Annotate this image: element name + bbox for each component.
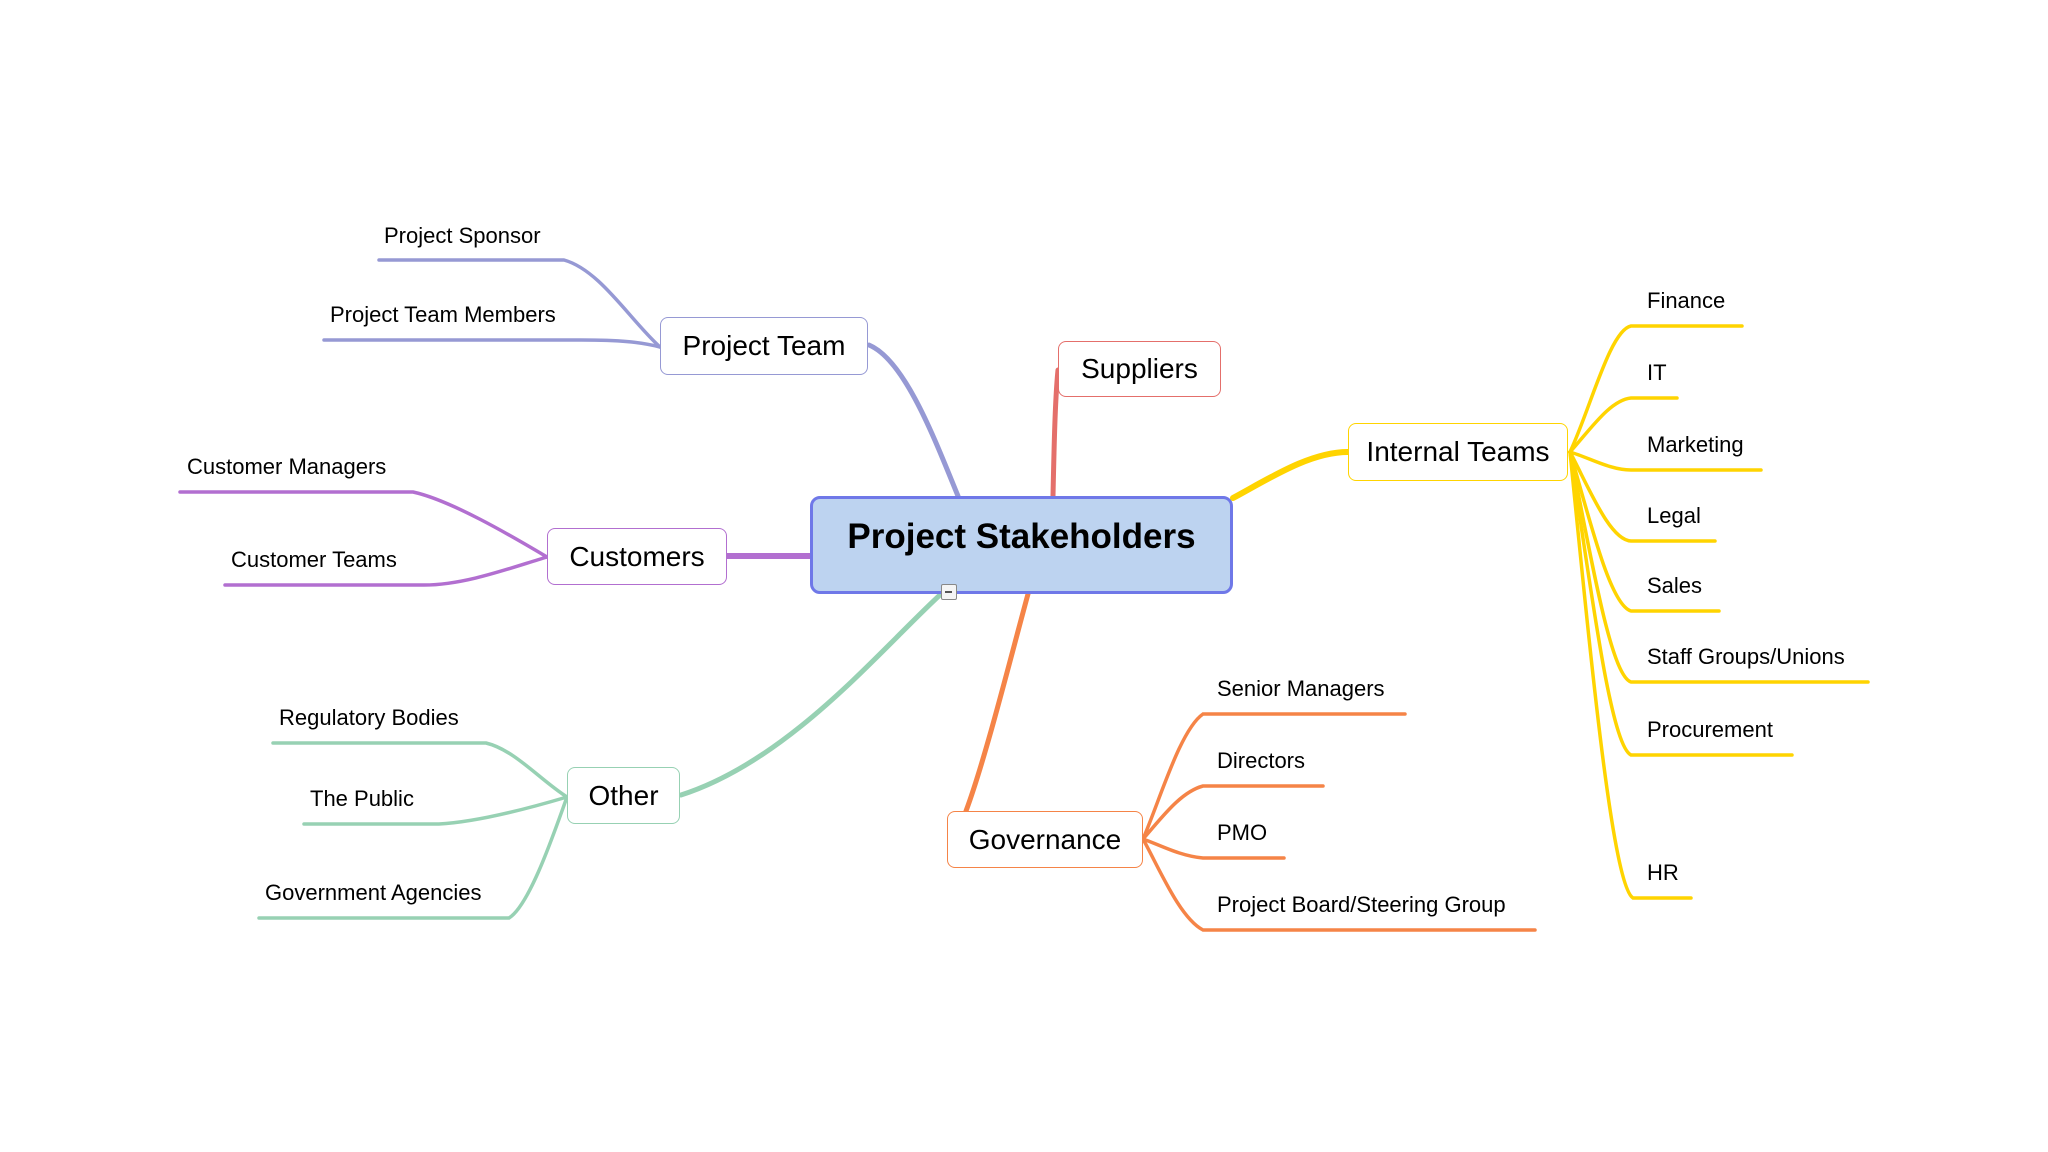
subtopic-sales[interactable]: Sales — [1647, 573, 1703, 598]
subtopic-procurement[interactable]: Procurement — [1647, 717, 1773, 742]
subtopic-government-agencies[interactable]: Government Agencies — [265, 880, 482, 905]
subtopic-it[interactable]: IT — [1647, 360, 1667, 385]
topic-suppliers[interactable]: Suppliers — [1058, 341, 1221, 397]
subtopic-customer-managers[interactable]: Customer Managers — [187, 454, 387, 479]
subtopic-project-board-steering-group[interactable]: Project Board/Steering Group — [1217, 892, 1506, 917]
subtopic-legal[interactable]: Legal — [1647, 503, 1701, 528]
topic-label: Other — [588, 779, 659, 811]
subtopic-project-team-members[interactable]: Project Team Members — [330, 302, 556, 327]
subtopic-customer-teams[interactable]: Customer Teams — [231, 547, 397, 572]
central-topic-label: Project Stakeholders — [847, 517, 1196, 556]
central-topic-node[interactable]: Project Stakeholders — [810, 496, 1233, 594]
subtopic-pmo[interactable]: PMO — [1217, 820, 1268, 845]
topic-other[interactable]: Other — [567, 767, 680, 824]
subtopic-project-sponsor[interactable]: Project Sponsor — [384, 223, 541, 248]
topic-label: Customers — [569, 540, 705, 572]
collapse-toggle-minus-icon[interactable] — [941, 584, 957, 600]
subtopic-senior-managers[interactable]: Senior Managers — [1217, 676, 1385, 701]
topic-label: Suppliers — [1081, 353, 1198, 384]
topic-customers[interactable]: Customers — [547, 528, 727, 585]
subtopic-hr[interactable]: HR — [1647, 860, 1679, 885]
topic-label: Internal Teams — [1366, 436, 1550, 467]
subtopic-marketing[interactable]: Marketing — [1647, 432, 1744, 457]
subtopic-staff-groups-unions[interactable]: Staff Groups/Unions — [1647, 644, 1845, 669]
subtopic-directors[interactable]: Directors — [1217, 748, 1306, 773]
subtopic-the-public[interactable]: The Public — [310, 786, 414, 811]
topic-internal-teams[interactable]: Internal Teams — [1348, 423, 1568, 481]
topic-label: Project Team — [682, 330, 846, 361]
topic-project-team[interactable]: Project Team — [660, 317, 868, 375]
subtopic-finance[interactable]: Finance — [1647, 288, 1726, 313]
topic-label: Governance — [968, 823, 1122, 855]
topic-governance[interactable]: Governance — [947, 811, 1143, 868]
subtopic-regulatory-bodies[interactable]: Regulatory Bodies — [279, 705, 459, 730]
